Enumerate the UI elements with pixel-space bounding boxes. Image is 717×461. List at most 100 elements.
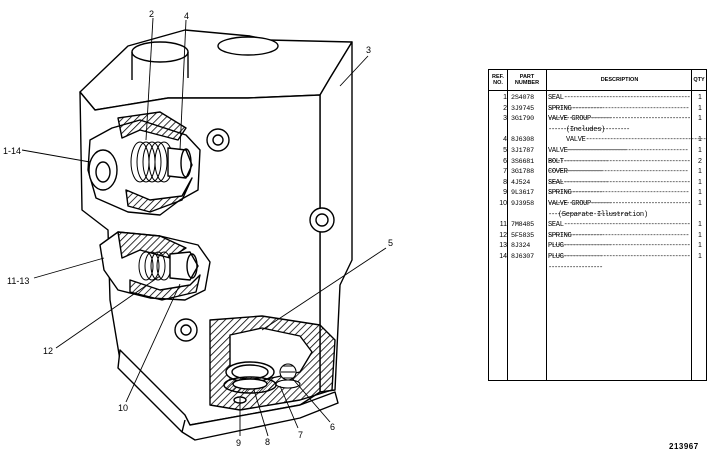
- cell-part-number: 9J3958: [511, 199, 534, 208]
- cell-description: (Includes): [548, 125, 708, 136]
- cell-ref-no: 3: [503, 115, 507, 123]
- description-text: SEAL: [548, 94, 564, 102]
- callout-4: 4: [184, 11, 190, 21]
- cell-part-number: 9L3617: [511, 189, 534, 198]
- leader-dashes: ----------------------------------------…: [548, 231, 690, 251]
- description-text: BOLT: [548, 157, 564, 166]
- cell-qty: 1: [698, 115, 702, 123]
- cell-description: SPRING----------------------------------…: [548, 231, 690, 252]
- leader-dashes: ----------------------------------------…: [548, 157, 690, 177]
- cell-part-number: 8J6307: [511, 252, 534, 261]
- cell-part-number: 2S4078: [511, 94, 534, 102]
- cell-description: SEAL------------------------------------…: [548, 178, 690, 199]
- valve-body-cutaway-illustration: [21, 17, 387, 441]
- cell-description: VALVE-----------------------------------…: [548, 135, 708, 156]
- cell-qty: 1: [698, 242, 702, 250]
- cell-description: PLUG------------------------------------…: [548, 252, 690, 273]
- cover-bolt: [275, 363, 301, 389]
- leader-dashes: ----------------------------------------…: [566, 136, 707, 155]
- callout-6: 6: [330, 422, 336, 432]
- header-description: DESCRIPTION: [600, 77, 639, 83]
- description-text: (Separate Illustration): [558, 210, 648, 219]
- cell-part-number: 3J9745: [511, 104, 534, 113]
- cell-ref-no: 13: [499, 242, 507, 250]
- cell-part-number: 3G1788: [511, 168, 534, 177]
- cell-qty: 2: [698, 157, 702, 165]
- description-text: SPRING: [548, 104, 572, 113]
- table-row: 5 3J1787 VALVE----------------------------…: [489, 146, 706, 166]
- table-row: 6 3S6681 BOLT-----------------------------…: [489, 157, 706, 177]
- cell-description: (Separate Illustration): [548, 210, 700, 221]
- callout-2: 2: [149, 9, 155, 19]
- column-divider: [507, 70, 508, 380]
- leader-dashes: ----------------------------------------…: [548, 221, 690, 240]
- cell-description: BOLT------------------------------------…: [548, 157, 690, 178]
- callout-7: 7: [298, 430, 304, 440]
- callout-1-14: 1-14: [3, 146, 22, 156]
- cell-ref-no: 5: [503, 146, 507, 154]
- callout-9: 9: [236, 438, 242, 448]
- leader-dashes: ----------------------------------------…: [548, 168, 689, 187]
- cell-description: VALVE-----------------------------------…: [548, 146, 690, 167]
- cell-part-number: 3J1787: [511, 146, 534, 155]
- cell-ref-no: 9: [503, 189, 507, 197]
- callout-5: 5: [388, 238, 394, 248]
- cell-description: PLUG------------------------------------…: [548, 241, 690, 262]
- cell-description: VALVE GROUP-----------------------------…: [548, 114, 690, 135]
- body-base: [117, 349, 339, 441]
- middle-spring: [138, 251, 172, 281]
- cell-part-number: 3S6681: [511, 157, 534, 166]
- column-divider: [546, 70, 547, 380]
- header-ref-no: REF. NO.: [492, 74, 504, 86]
- description-text: SEAL: [548, 221, 564, 230]
- cell-qty: 1: [698, 221, 702, 229]
- callout-10: 10: [118, 403, 129, 413]
- cell-ref-no: 1: [503, 94, 507, 101]
- description-text: VALVE GROUP: [548, 115, 591, 124]
- callout-12: 12: [43, 346, 54, 356]
- cell-part-number: 7M8485: [511, 221, 534, 230]
- description-text: SPRING: [548, 189, 572, 198]
- leader-dashes: ----------------------------------------…: [548, 199, 690, 219]
- table-row: 13 8J324 PLUG-----------------------------…: [489, 241, 706, 261]
- leader-dashes: ----------------------------------------…: [548, 189, 690, 208]
- cell-ref-no: 14: [499, 252, 507, 260]
- leader-dashes: ----------------------------------------…: [548, 146, 689, 166]
- cell-qty: 1: [698, 146, 702, 154]
- table-header: REF. NO. PART NUMBER DESCRIPTION QTY: [489, 70, 706, 91]
- cell-part-number: 8J324: [511, 242, 531, 251]
- cell-part-number: 4J524: [511, 178, 531, 187]
- cell-description: VALVE GROUP-----------------------------…: [548, 199, 690, 220]
- table-row: 9 9L3617 SPRING---------------------------…: [489, 188, 706, 208]
- cell-description: SPRING----------------------------------…: [548, 188, 690, 209]
- cell-ref-no: 6: [503, 157, 507, 165]
- cell-qty: 1: [698, 178, 702, 186]
- table-row: 1 2S4078 SEAL-----------------------------…: [489, 93, 706, 113]
- cell-qty: 1: [698, 252, 702, 260]
- cell-qty: 1: [698, 168, 702, 176]
- cell-part-number: 8J6308: [511, 136, 534, 145]
- leader-dashes: ----------------------------------------…: [548, 178, 690, 198]
- table-row: 14 8J6307 PLUG----------------------------…: [489, 252, 706, 272]
- leader-dashes: ----------------------------------------…: [548, 94, 690, 113]
- description-text: SEAL: [548, 178, 564, 187]
- column-divider: [691, 70, 692, 380]
- description-text: COVER: [548, 168, 568, 177]
- description-text: VALVE: [566, 136, 586, 145]
- leader-dashes: ----------------------------------------…: [548, 115, 690, 134]
- description-text: VALVE: [548, 146, 568, 155]
- cell-qty: 1: [698, 94, 702, 101]
- cell-qty: 1: [698, 136, 702, 144]
- leader-dashes: ----------------------------------------…: [548, 252, 690, 272]
- description-text: SPRING: [548, 231, 572, 240]
- cell-qty: 1: [698, 104, 702, 112]
